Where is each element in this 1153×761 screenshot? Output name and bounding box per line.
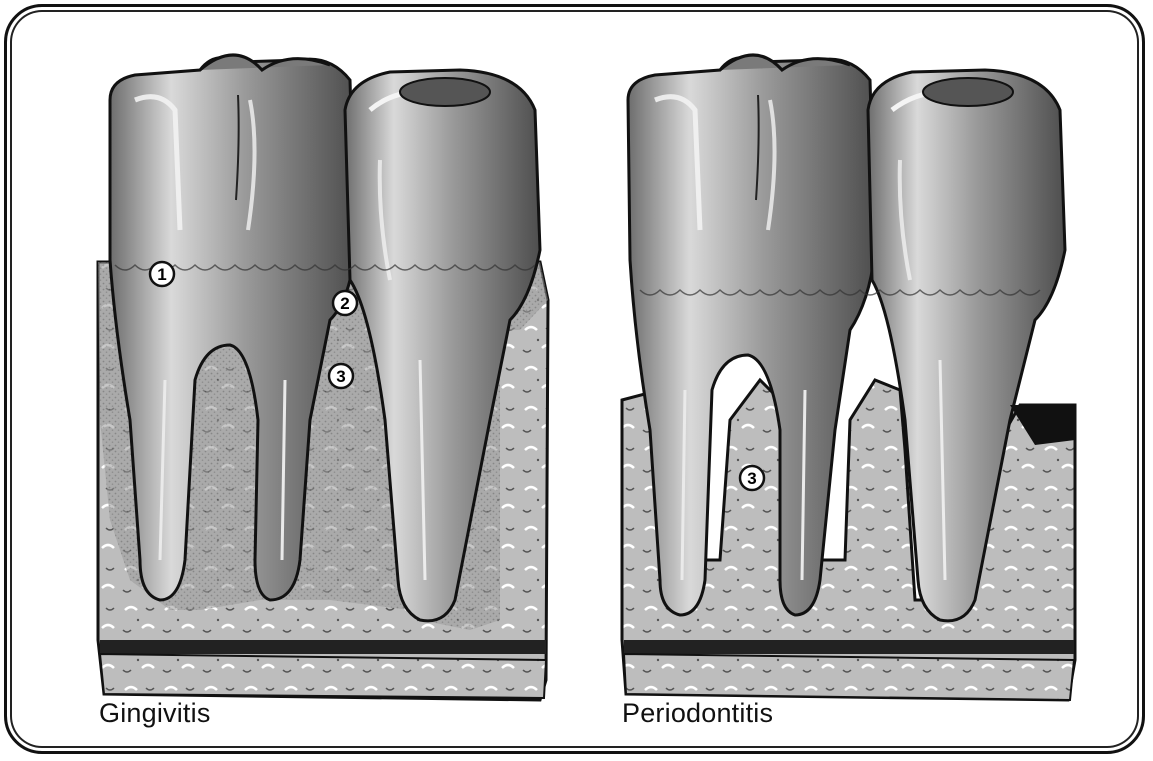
bone-base-band-right <box>624 640 1074 654</box>
marker-1-label: 1 <box>157 265 166 284</box>
caption-periodontitis: Periodontitis <box>622 698 773 729</box>
periodontitis-diagram: 3 <box>622 55 1075 700</box>
marker-3-right: 3 <box>740 466 764 490</box>
marker-2: 2 <box>333 291 357 315</box>
marker-2-label: 2 <box>340 294 349 313</box>
marker-3-left: 3 <box>329 364 353 388</box>
caption-gingivitis: Gingivitis <box>99 698 211 729</box>
bone-base-band <box>100 640 546 654</box>
gingivitis-diagram: 1 2 3 <box>98 55 548 700</box>
marker-3-left-label: 3 <box>336 367 345 386</box>
marker-1: 1 <box>150 262 174 286</box>
marker-3-right-label: 3 <box>747 469 756 488</box>
